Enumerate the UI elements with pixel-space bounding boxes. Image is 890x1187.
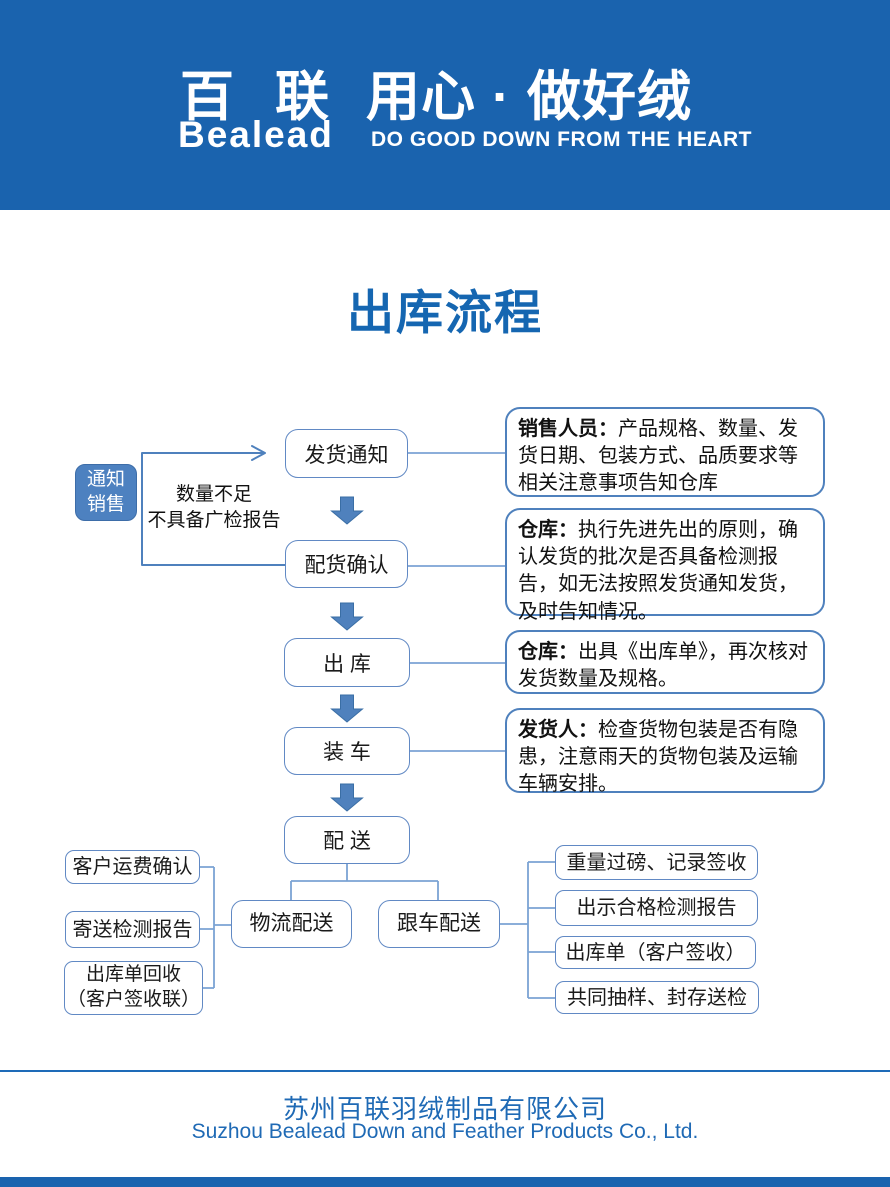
task-show-report: 出示合格检测报告 xyxy=(555,890,758,926)
step-allocation-confirm: 配货确认 xyxy=(285,540,408,588)
task-freight-confirm: 客户运费确认 xyxy=(65,850,200,884)
brand-logo-latin: Bealead xyxy=(178,114,334,155)
notify-sales-box: 通知 销售 xyxy=(75,464,137,521)
step-delivery: 配 送 xyxy=(284,816,410,864)
task-send-test-report: 寄送检测报告 xyxy=(65,911,200,948)
note-body: 执行先进先出的原则，确认发货的批次是否具备检测报告，如无法按照发货通知发货，及时… xyxy=(518,519,798,623)
down-arrow-icon xyxy=(330,602,364,631)
feedback-line: 数量不足 xyxy=(175,484,252,505)
task-line: 出库单回收 xyxy=(85,964,181,986)
task-slip-recovery: 出库单回收 （客户签收联） xyxy=(64,961,203,1015)
step-loading: 装 车 xyxy=(284,727,410,775)
company-name-chinese: 苏州百联羽绒制品有限公司 xyxy=(282,1094,607,1124)
note-lead: 仓库： xyxy=(518,641,578,663)
notify-sales-line: 销售 xyxy=(86,493,125,515)
notify-sales-line: 通知 xyxy=(86,468,125,490)
note-body: 检查货物包装是否有隐患，注意雨天的货物包装及运输车辆安排。 xyxy=(518,719,798,796)
note-warehouse-fifo: 仓库：执行先进先出的原则，确认发货的批次是否具备检测报告，如无法按照发货通知发货… xyxy=(505,508,825,623)
down-arrow-icon xyxy=(330,783,364,812)
down-arrow-icon xyxy=(330,496,364,525)
note-body: 出具《出库单》，再次核对发货数量及规格。 xyxy=(518,641,808,691)
footer-divider xyxy=(0,1070,890,1072)
note-lead: 发货人： xyxy=(518,719,598,741)
task-line: （客户签收联） xyxy=(66,989,200,1010)
step-outbound: 出 库 xyxy=(284,638,410,687)
note-sales-staff: 销售人员：产品规格、数量、发货日期、包装方式、品质要求等相关注意事项告知仓库 xyxy=(505,407,825,497)
note-lead: 销售人员： xyxy=(518,418,618,440)
note-lead: 仓库： xyxy=(518,519,578,541)
note-warehouse-slip: 仓库：出具《出库单》，再次核对发货数量及规格。 xyxy=(505,630,825,694)
branch-logistics-delivery: 物流配送 xyxy=(231,900,352,948)
down-arrow-icon xyxy=(330,694,364,723)
slogan-english: DO GOOD DOWN FROM THE HEART xyxy=(371,128,752,151)
note-body: 产品规格、数量、发货日期、包装方式、品质要求等相关注意事项告知仓库 xyxy=(518,418,798,495)
feedback-line: 不具备广检报告 xyxy=(147,510,281,532)
brand-logo-chinese: 百 联 xyxy=(180,67,332,127)
page-title: 出库流程 xyxy=(347,286,543,339)
footer-band xyxy=(0,1177,890,1187)
feedback-arrowhead-icon xyxy=(251,445,266,461)
task-weighing-sign: 重量过磅、记录签收 xyxy=(555,845,758,880)
task-customer-sign-slip: 出库单（客户签收） xyxy=(555,936,756,969)
note-shipper: 发货人：检查货物包装是否有隐患，注意雨天的货物包装及运输车辆安排。 xyxy=(505,708,825,796)
feedback-condition-label: 数量不足 不具备广检报告 xyxy=(138,482,290,534)
company-name-english: Suzhou Bealead Down and Feather Products… xyxy=(191,1120,699,1143)
step-shipping-notice: 发货通知 xyxy=(285,429,408,478)
branch-follow-truck-delivery: 跟车配送 xyxy=(378,900,500,948)
task-joint-sampling: 共同抽样、封存送检 xyxy=(555,981,759,1014)
header-band: 百 联 Bealead 用心 · 做好绒 DO GOOD DOWN FROM T… xyxy=(0,0,890,210)
slogan-chinese: 用心 · 做好绒 xyxy=(366,67,692,127)
